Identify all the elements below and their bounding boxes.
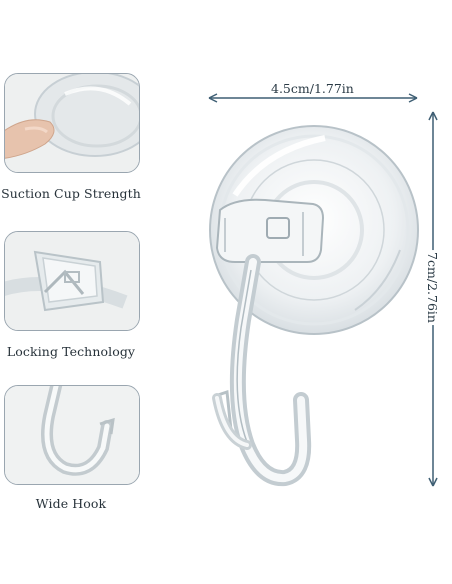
width-dimension: 4.5cm/1.77in	[205, 81, 421, 104]
feature-thumbnail-suction	[4, 73, 140, 173]
height-dimension: 7cm/2.76in	[423, 108, 447, 490]
width-arrow-icon	[208, 93, 418, 103]
height-label: 7cm/2.76in	[424, 250, 440, 325]
feature-caption-suction: Suction Cup Strength	[1, 186, 141, 201]
lock-tab-photo	[5, 232, 139, 330]
suction-hook-product-image	[195, 100, 425, 500]
suction-cup-photo	[5, 74, 139, 172]
feature-caption-locking: Locking Technology	[6, 344, 136, 359]
width-label: 4.5cm/1.77in	[271, 81, 354, 96]
suction-hook-icon	[209, 125, 419, 487]
feature-thumbnail-hook	[4, 385, 140, 485]
feature-caption-hook: Wide Hook	[35, 496, 107, 511]
feature-thumbnail-locking	[4, 231, 140, 331]
hook-photo	[5, 386, 139, 484]
